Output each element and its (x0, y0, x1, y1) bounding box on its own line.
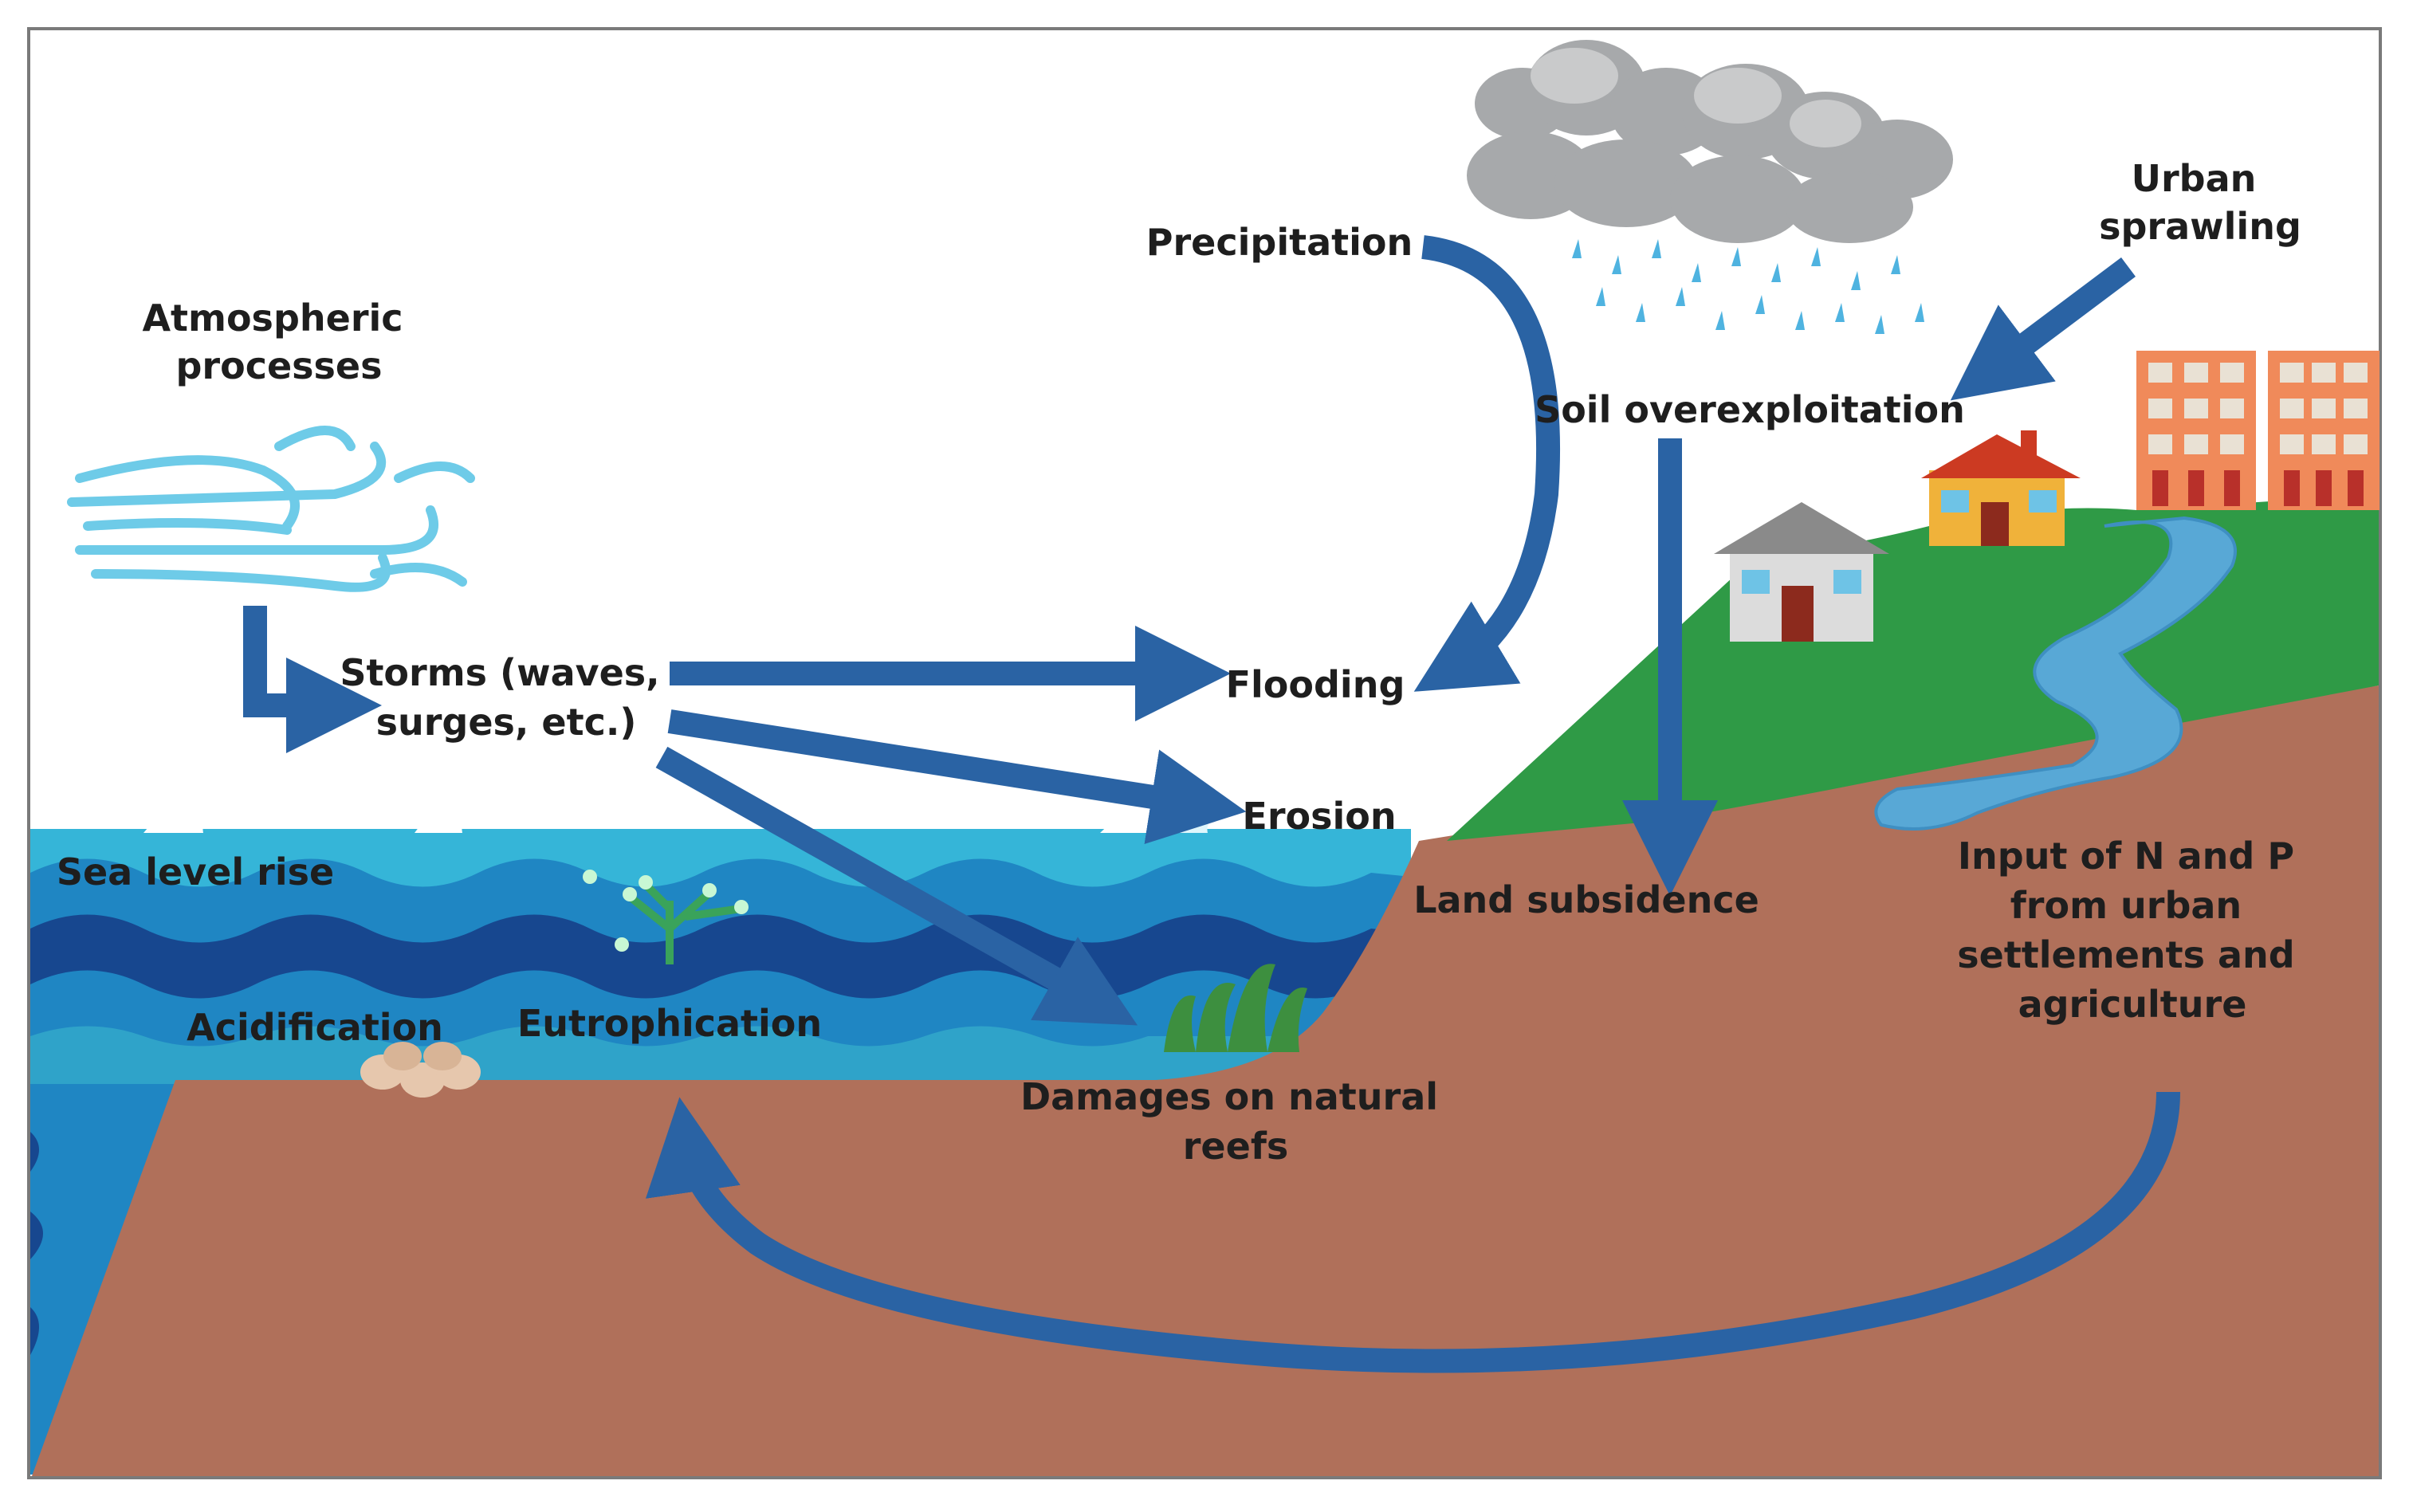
seaweed-icon (1164, 964, 1307, 1052)
label-damages-line1: Damages on natural (1020, 1075, 1438, 1118)
label-storms: Storms (waves, surges, etc.) (340, 651, 672, 744)
label-storms-line1: Storms (waves, (340, 651, 659, 694)
house-icon (1921, 430, 2081, 546)
label-soil-overexploitation: Soil overexploitation (1535, 388, 1965, 431)
label-urban: Urban sprawling (2099, 157, 2301, 248)
coral-icon (583, 870, 749, 964)
label-atmospheric-line1: Atmospheric (142, 297, 403, 340)
label-input-line1: Input of N and P (1958, 835, 2294, 878)
label-urban-line1: Urban (2132, 157, 2257, 200)
arrow-storms-to-reefs (655, 746, 1138, 1026)
label-input-line2: from urban (2010, 884, 2242, 927)
arrow-atmospheric-to-storms (243, 606, 382, 753)
arrow-precipitation-to-flooding (1413, 235, 1561, 692)
label-sea-level-rise: Sea level rise (57, 850, 334, 893)
label-urban-line2: sprawling (2099, 205, 2301, 248)
arrow-urban-to-soil (1950, 257, 2136, 401)
label-atmospheric: Atmospheric processes (142, 297, 415, 387)
label-atmospheric-line2: processes (175, 344, 382, 387)
label-flooding: Flooding (1226, 663, 1405, 706)
label-eutrophication: Eutrophication (517, 1002, 822, 1045)
arrow-input-to-eutrophication (645, 1091, 2180, 1373)
soil-ground (32, 685, 2379, 1476)
label-damages: Damages on natural reefs (1020, 1075, 1451, 1168)
label-input-n-p: Input of N and P from urban settlements … (1957, 835, 2308, 1026)
label-input-line3: settlements and (1957, 933, 2295, 976)
label-land-subsidence: Land subsidence (1413, 878, 1759, 921)
arrow-storms-to-erosion (667, 709, 1247, 845)
label-damages-line2: reefs (1183, 1125, 1288, 1168)
rain-cloud-icon (1467, 40, 1953, 334)
river-icon (1874, 516, 2237, 831)
label-precipitation: Precipitation (1146, 221, 1413, 264)
label-input-line4: agriculture (2018, 983, 2247, 1026)
shell-icon (360, 1042, 481, 1098)
label-acidification: Acidification (187, 1006, 443, 1049)
wind-icon (67, 426, 475, 592)
label-erosion: Erosion (1242, 795, 1396, 838)
label-storms-line2: surges, etc.) (376, 701, 637, 744)
apartment-building-icon (2136, 351, 2380, 510)
house-icon (1714, 502, 1889, 642)
